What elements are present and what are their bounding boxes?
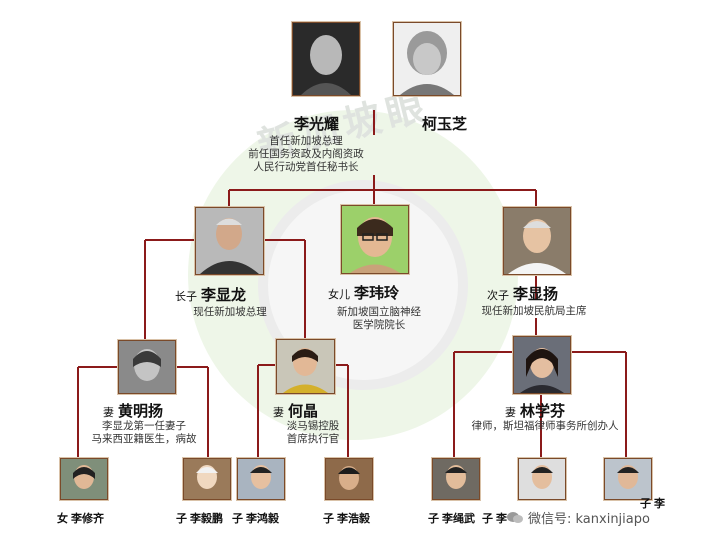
name-gen3-3: 子李鸿毅 — [232, 512, 279, 525]
name-kwa-geok-choo: 柯玉芝 — [422, 115, 468, 133]
name-gen3-7: 子李 — [640, 497, 665, 510]
name-lee-hsien-loong: 长子李显龙 — [175, 286, 247, 304]
name-li-kuan-yew: 李光耀 — [294, 115, 340, 133]
desc-lee-hsien-loong: 现任新加坡总理 — [193, 306, 267, 318]
portrait-gen3-3 — [237, 458, 285, 500]
portrait-wong-ming-yang — [118, 340, 176, 394]
wechat-watermark: 微信号: kanxinjiapo — [506, 508, 650, 527]
desc-lee-suet-fern: 律师，斯坦福律师事务所创办人 — [471, 420, 619, 432]
portrait-lee-hsien-loong — [195, 207, 264, 275]
name-wong-ming-yang: 妻黄明扬 — [103, 402, 164, 420]
wechat-icon — [507, 511, 523, 523]
name-gen3-6: 子李 — [482, 512, 507, 525]
portrait-gen3-2 — [183, 458, 231, 500]
desc-li-kuan-yew: 首任新加坡总理 前任国务资政及内阁资政 人民行动党首任秘书长 — [248, 135, 364, 173]
wechat-id: 微信号: kanxinjiapo — [528, 512, 650, 527]
portrait-gen3-4 — [325, 458, 373, 500]
portrait-gen3-6 — [518, 458, 566, 500]
desc-ho-ching: 淡马锡控股 首席执行官 — [286, 420, 340, 445]
name-gen3-5: 子李绳武 — [428, 512, 475, 525]
portrait-ho-ching — [276, 339, 335, 394]
desc-wong-ming-yang: 李显龙第一任妻子 马来西亚籍医生，病故 — [91, 420, 197, 445]
name-ho-ching: 妻何晶 — [273, 402, 319, 420]
portrait-li-kuan-yew — [292, 22, 360, 96]
portrait-lee-suet-fern — [513, 336, 571, 394]
name-gen3-2: 子李毅鹏 — [176, 512, 223, 525]
name-gen3-1: 女李修齐 — [57, 512, 104, 525]
name-lee-suet-fern: 妻林学芬 — [505, 402, 566, 420]
name-gen3-4: 子李浩毅 — [323, 512, 370, 525]
portrait-lee-hsien-yang — [503, 207, 571, 275]
name-lee-wei-ling: 女儿李玮玲 — [328, 284, 400, 302]
name-lee-hsien-yang: 次子李显扬 — [487, 285, 559, 303]
portrait-lee-wei-ling — [341, 205, 409, 274]
portrait-gen3-1 — [60, 458, 108, 500]
desc-lee-hsien-yang: 现任新加坡民航局主席 — [481, 305, 587, 317]
desc-lee-wei-ling: 新加坡国立脑神经 医学院院长 — [337, 306, 421, 331]
portrait-kwa-geok-choo — [393, 22, 461, 96]
portrait-gen3-5 — [432, 458, 480, 500]
portrait-gen3-7 — [604, 458, 652, 500]
